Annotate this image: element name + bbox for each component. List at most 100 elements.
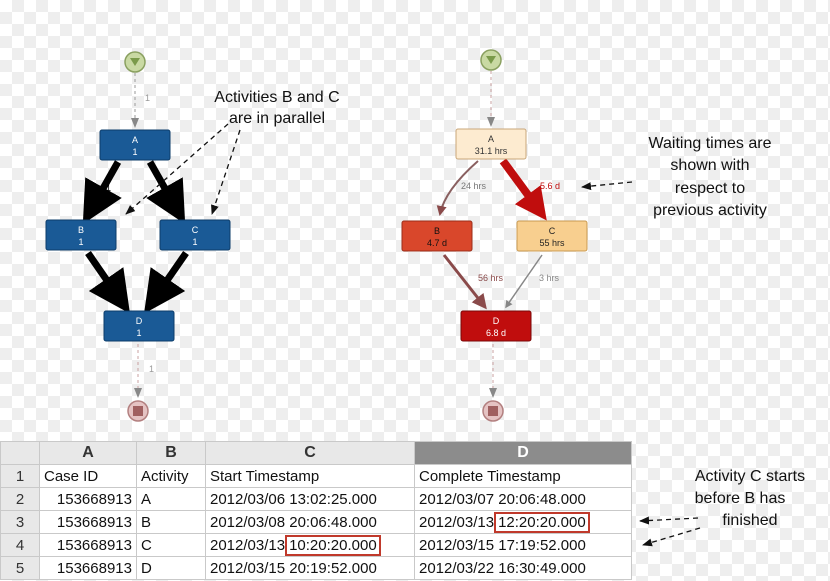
left-edge-a-b-label: 1 xyxy=(106,183,111,193)
right-edge-b-d-label: 56 hrs xyxy=(478,273,504,283)
cell[interactable]: 153668913 xyxy=(39,556,137,580)
cell[interactable]: C xyxy=(136,533,206,557)
right-start-node xyxy=(480,49,502,71)
event-log-spreadsheet: A B C D 1 Case ID Activity Start Timesta… xyxy=(0,441,632,580)
stop-square-icon xyxy=(488,406,498,416)
right-node-b-name: B xyxy=(434,226,440,236)
right-edge-b-d xyxy=(442,254,487,310)
left-node-b[interactable]: B 1 xyxy=(45,219,117,251)
left-start-edge-label: 1 xyxy=(145,93,150,103)
corner-cell[interactable] xyxy=(0,441,40,465)
right-edge-a-b xyxy=(436,160,479,216)
left-node-a-name: A xyxy=(132,135,138,145)
left-annotation-arrow-c xyxy=(211,129,241,215)
left-edge-a-c xyxy=(146,160,186,225)
right-node-a-name: A xyxy=(488,134,494,144)
right-node-a[interactable]: A 31.1 hrs xyxy=(455,128,527,160)
left-node-d-name: D xyxy=(136,316,143,326)
left-node-d[interactable]: D 1 xyxy=(103,310,175,342)
sheet-annotation-line1: Activity C starts xyxy=(695,468,805,485)
column-header-row: A B C D xyxy=(0,441,632,465)
right-node-d[interactable]: D 6.8 d xyxy=(460,310,532,342)
cell[interactable]: B xyxy=(136,510,206,534)
row-number[interactable]: 1 xyxy=(0,464,40,488)
right-edge-c-d xyxy=(505,254,543,309)
right-edge-a-c xyxy=(499,158,547,221)
left-node-c[interactable]: C 1 xyxy=(159,219,231,251)
right-edge-a-c-label: 5.6 d xyxy=(540,181,560,191)
row-number[interactable]: 3 xyxy=(0,510,40,534)
right-node-c-name: C xyxy=(549,226,556,236)
left-node-c-value: 1 xyxy=(192,237,197,247)
left-edge-c-d-label: 1 xyxy=(150,272,155,282)
right-edge-c-d-label: 3 hrs xyxy=(539,273,560,283)
column-header-c[interactable]: C xyxy=(205,441,415,465)
table-row: 5 153668913 D 2012/03/15 20:19:52.000 20… xyxy=(0,556,632,580)
cell[interactable]: A xyxy=(136,487,206,511)
left-annotation-line2: are in parallel xyxy=(229,110,325,127)
cell[interactable]: 2012/03/08 20:06:48.000 xyxy=(205,510,415,534)
sheet-annotation-line2: before B has xyxy=(695,490,786,507)
sheet-annotation-arrow-c xyxy=(642,527,701,547)
cell[interactable]: Activity xyxy=(136,464,206,488)
left-edge-c-d xyxy=(144,251,189,314)
right-end-node xyxy=(482,400,504,422)
left-edge-b-d-label: 1 xyxy=(120,272,125,282)
table-row: 3 153668913 B 2012/03/08 20:06:48.000 20… xyxy=(0,510,632,534)
right-edge-a-b-label: 24 hrs xyxy=(461,181,487,191)
cell[interactable]: Start Timestamp xyxy=(205,464,415,488)
stop-square-icon xyxy=(133,406,143,416)
cell[interactable]: Case ID xyxy=(39,464,137,488)
cell[interactable]: Complete Timestamp xyxy=(414,464,632,488)
right-annotation-line2: shown with xyxy=(670,157,749,174)
table-row: 2 153668913 A 2012/03/06 13:02:25.000 20… xyxy=(0,487,632,511)
left-end-node xyxy=(127,400,149,422)
cell[interactable]: 2012/03/15 17:19:52.000 xyxy=(414,533,632,557)
left-edge-b-d xyxy=(85,251,130,314)
cell[interactable]: 2012/03/06 13:02:25.000 xyxy=(205,487,415,511)
highlighted-time: 10:20:20.000 xyxy=(285,534,381,556)
row-number[interactable]: 2 xyxy=(0,487,40,511)
row-number[interactable]: 4 xyxy=(0,533,40,557)
column-header-d[interactable]: D xyxy=(414,441,632,465)
start-triangle-icon xyxy=(486,56,496,64)
right-node-d-name: D xyxy=(493,316,500,326)
sheet-annotation-arrow-b xyxy=(639,516,699,525)
cell[interactable]: 153668913 xyxy=(39,510,137,534)
cell[interactable]: 153668913 xyxy=(39,533,137,557)
left-annotation-line1: Activities B and C xyxy=(214,89,339,106)
cell[interactable]: 2012/03/15 20:19:52.000 xyxy=(205,556,415,580)
left-node-d-value: 1 xyxy=(136,328,141,338)
right-annotation-line4: previous activity xyxy=(653,202,767,219)
column-header-b[interactable]: B xyxy=(136,441,206,465)
column-header-a[interactable]: A xyxy=(39,441,137,465)
left-node-a-value: 1 xyxy=(132,147,137,157)
left-end-edge-label: 1 xyxy=(149,364,154,374)
cell[interactable]: 2012/03/07 20:06:48.000 xyxy=(414,487,632,511)
row-number[interactable]: 5 xyxy=(0,556,40,580)
cell[interactable]: D xyxy=(136,556,206,580)
left-node-b-name: B xyxy=(78,225,84,235)
right-node-b[interactable]: B 4.7 d xyxy=(401,220,473,252)
left-node-c-name: C xyxy=(192,225,199,235)
spreadsheet-annotation: Activity C starts before B has finished xyxy=(639,468,805,547)
start-triangle-icon xyxy=(130,58,140,66)
left-start-node xyxy=(124,51,146,73)
cell[interactable]: 153668913 xyxy=(39,487,137,511)
cell-date: 2012/03/13 xyxy=(210,536,286,554)
right-diagram: 24 hrs 5.6 d 56 hrs 3 hrs A 31.1 hrs B 4… xyxy=(401,49,772,422)
right-node-a-value: 31.1 hrs xyxy=(475,146,508,156)
highlighted-time: 12:20:20.000 xyxy=(494,511,590,533)
right-node-d-value: 6.8 d xyxy=(486,328,506,338)
right-node-c[interactable]: C 55 hrs xyxy=(516,220,588,252)
left-edge-a-c-label: 1 xyxy=(160,183,165,193)
right-node-c-value: 55 hrs xyxy=(539,238,565,248)
cell[interactable]: 2012/03/22 16:30:49.000 xyxy=(414,556,632,580)
sheet-annotation-line3: finished xyxy=(722,512,777,529)
cell-date: 2012/03/13 xyxy=(419,513,495,531)
left-node-a[interactable]: A 1 xyxy=(99,129,171,161)
left-annotation-arrow-b xyxy=(125,123,229,215)
